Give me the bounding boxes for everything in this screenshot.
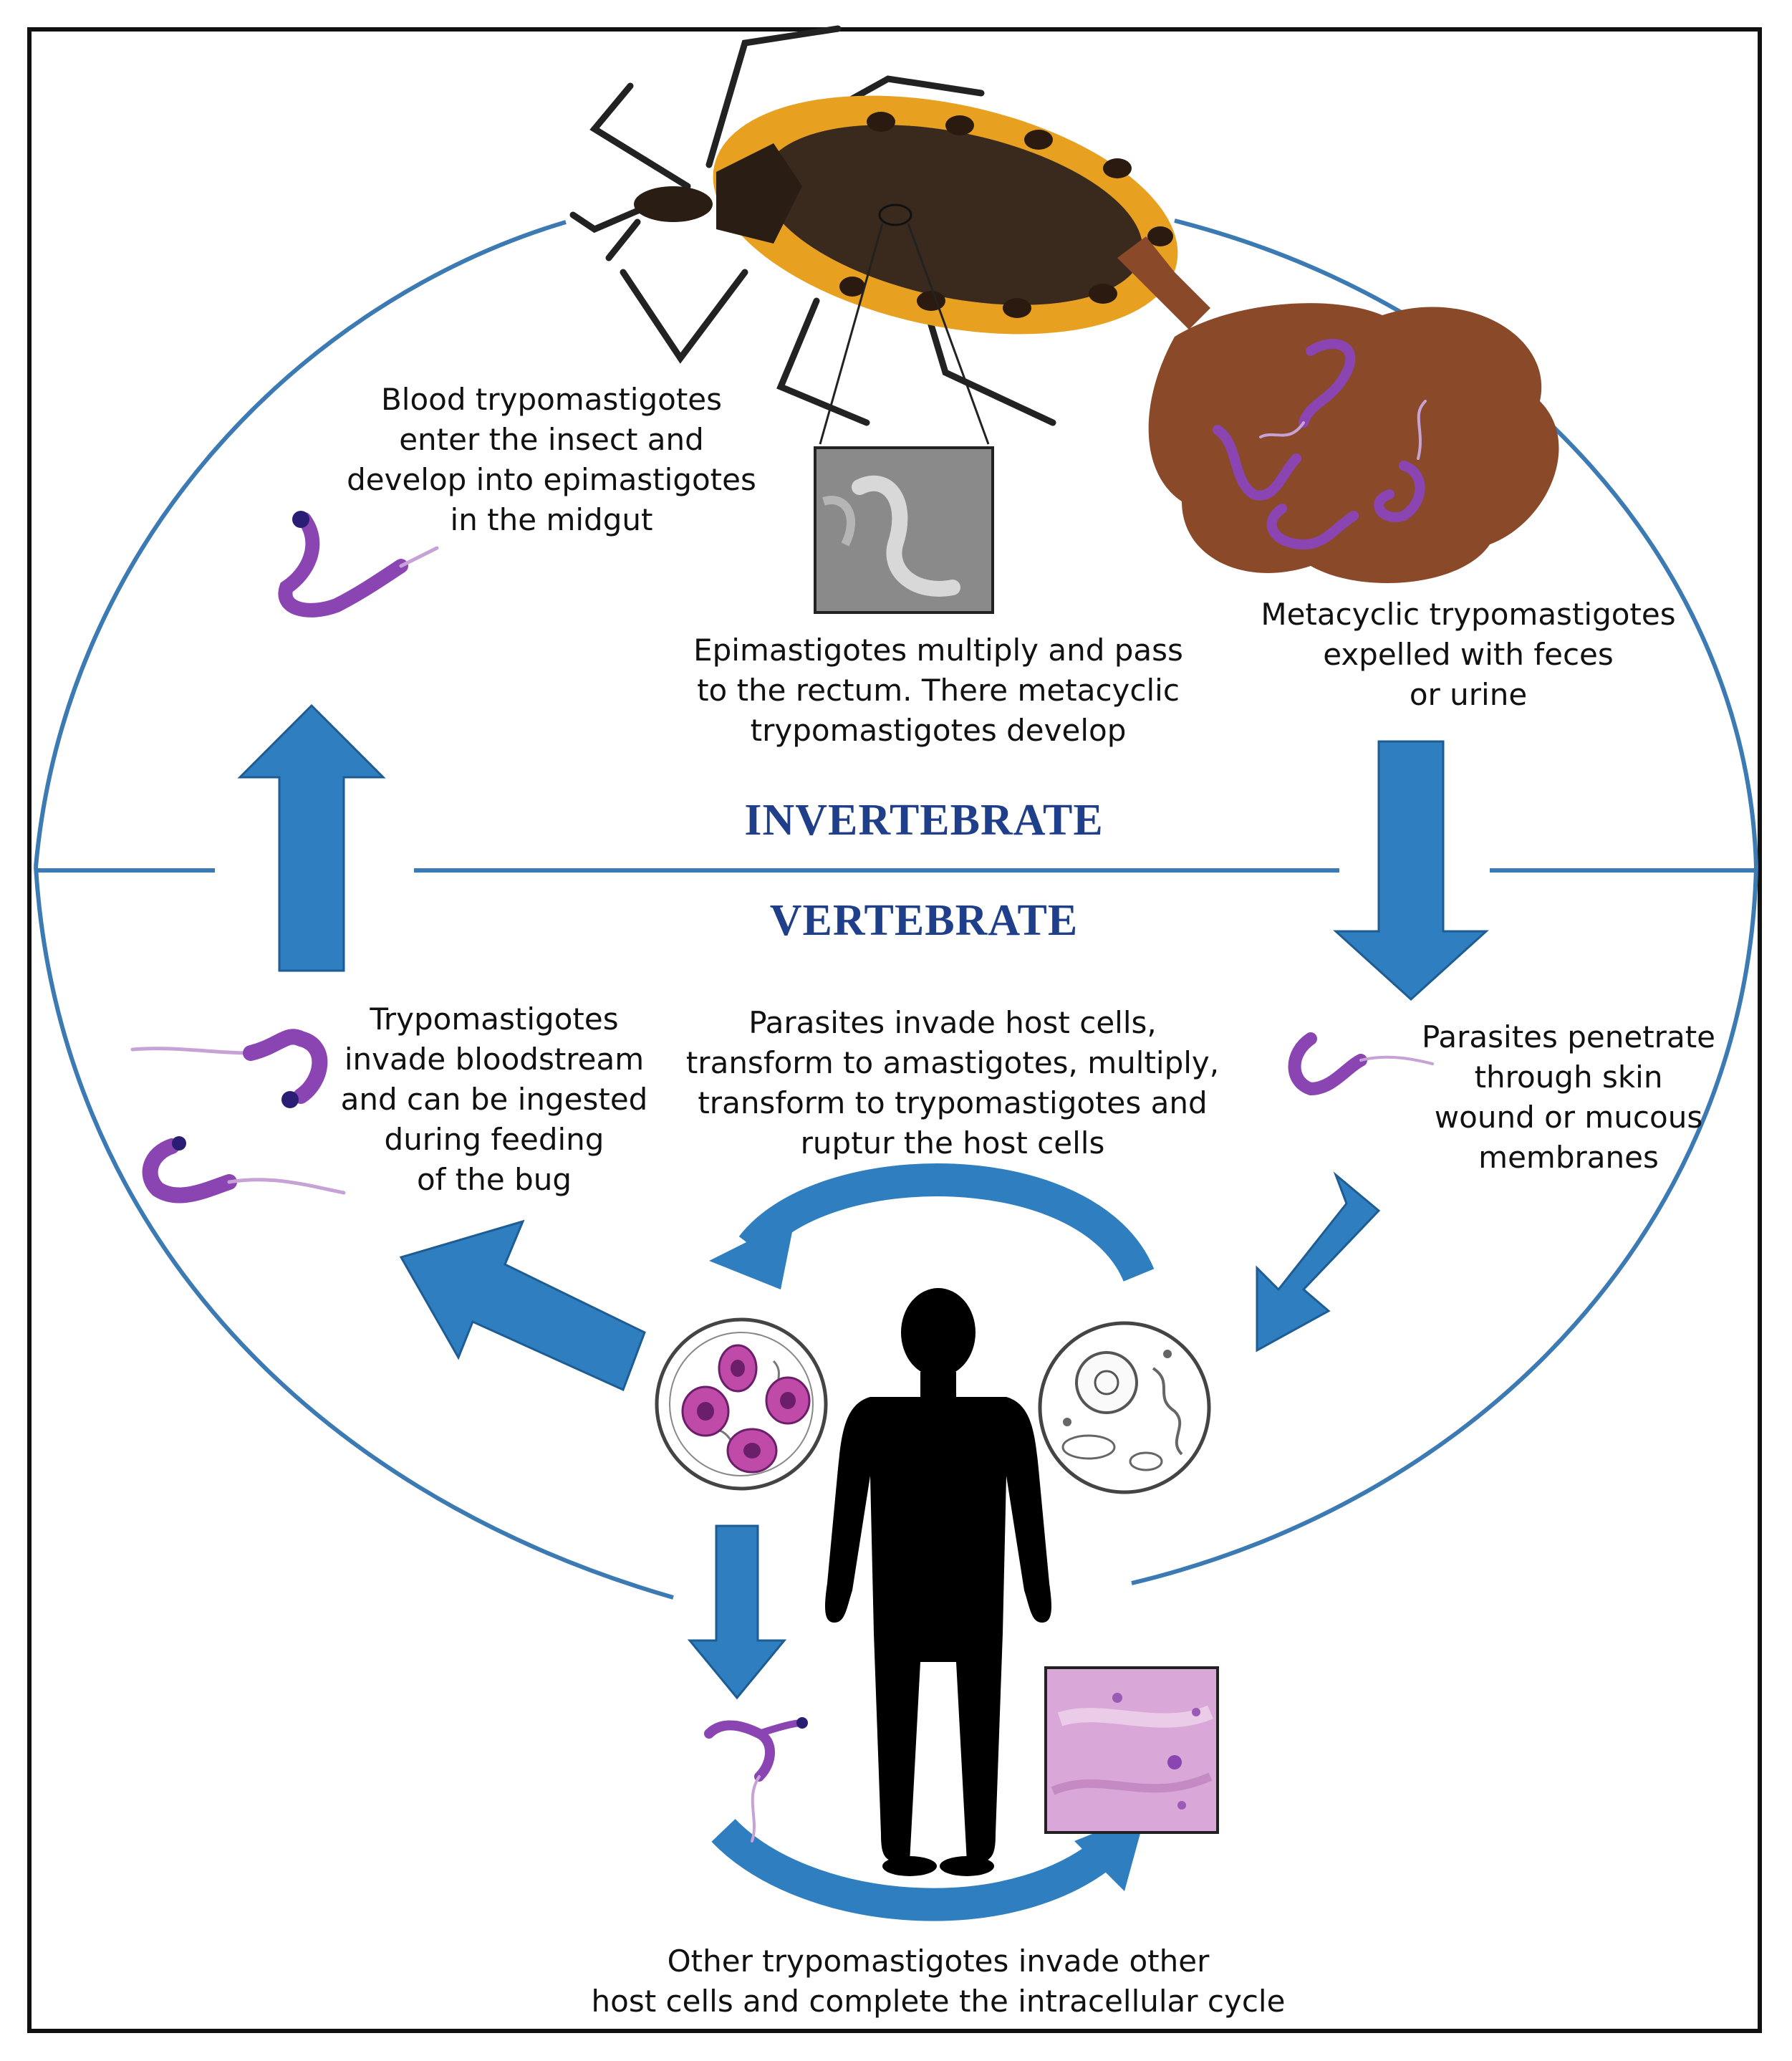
curved-arrow-bottom-icon — [711, 1818, 1129, 1921]
trypomastigote-bottom — [704, 1717, 808, 1843]
zone-label-vertebrate: VERTEBRATE — [769, 896, 1079, 945]
infected-cell-icon — [655, 1317, 828, 1491]
feces-icon — [1117, 236, 1559, 583]
arrow-down-icon — [1333, 740, 1489, 1001]
trypomastigote-feces-2 — [1213, 425, 1301, 501]
figure-border — [27, 27, 1762, 2033]
step-penetrate: Parasites penetrate through skin wound o… — [1421, 1019, 1715, 1175]
cycle-ring — [34, 218, 1758, 1600]
step-metacyclic: Metacyclic trypomastigotes expelled with… — [1261, 597, 1676, 712]
trypomastigote-feces-1 — [1259, 339, 1356, 438]
step-epimastigotes: Epimastigotes multiply and pass to the r… — [693, 633, 1183, 748]
micrograph-icon — [814, 446, 994, 614]
trypomastigote-feces-3 — [1266, 504, 1359, 550]
trypomastigote-top-left — [278, 511, 439, 618]
kissing-bug-icon — [569, 25, 1178, 445]
tissue-section-icon — [1044, 1666, 1219, 1834]
step-invade-cells: Parasites invade host cells, transform t… — [685, 1005, 1220, 1161]
arrow-diagonal-icon — [1256, 1171, 1381, 1353]
host-cell-icon — [1038, 1321, 1211, 1494]
arrow-left-icon — [399, 1219, 646, 1392]
curved-arrow-top-icon — [738, 1163, 1155, 1282]
trypomastigote-penetrate — [1288, 1032, 1434, 1096]
arrow-small-down-icon — [687, 1524, 787, 1700]
zone-label-invertebrate: INVERTEBRATE — [744, 796, 1104, 845]
human-silhouette-icon — [825, 1288, 1051, 1876]
step-blood-trypomastigotes: Blood trypomastigotes enter the insect a… — [347, 382, 756, 537]
curved-arrow-top-head — [709, 1218, 795, 1289]
trypomastigote-feces-4 — [1374, 400, 1427, 522]
trypomastigote-bloodstream-2 — [142, 1136, 346, 1204]
step-other-cells: Other trypomastigotes invade other host … — [591, 1944, 1286, 2019]
step-bloodstream: Trypomastigotes invade bloodstream and c… — [340, 1001, 648, 1197]
arrow-up-icon — [237, 703, 386, 972]
trypomastigote-bloodstream-1 — [130, 1029, 328, 1108]
